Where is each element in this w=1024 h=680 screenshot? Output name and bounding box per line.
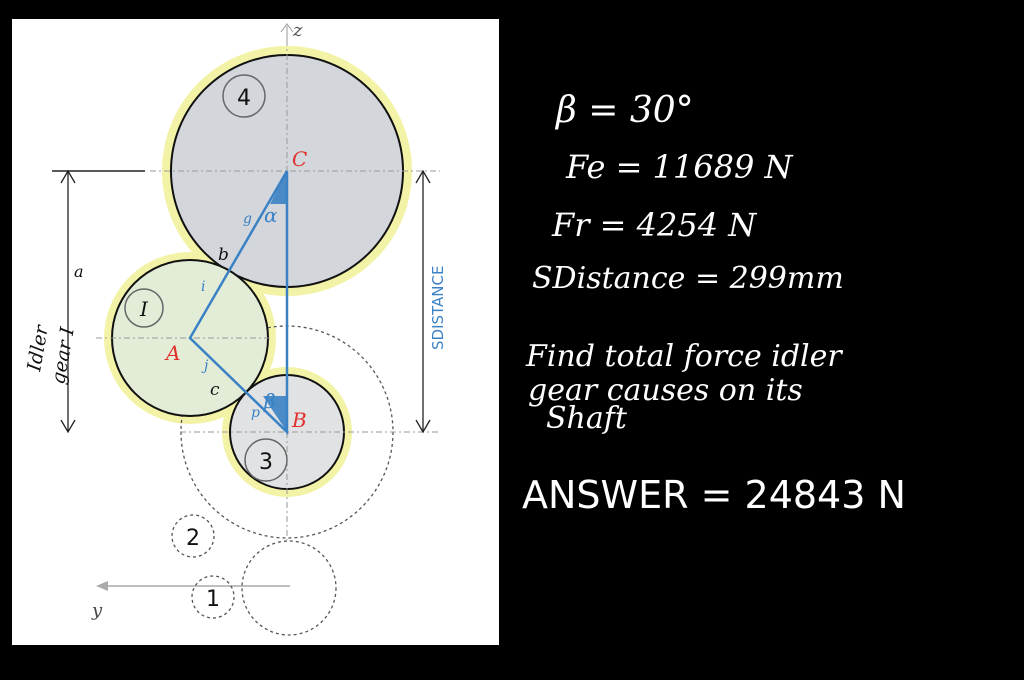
point-a-label: A	[164, 341, 180, 365]
gear-3-badge	[244, 438, 288, 482]
question-line-3: Shaft	[546, 401, 628, 436]
sdistance-note: SDistance = 299mm	[532, 261, 844, 296]
axis-y-label: y	[91, 600, 103, 621]
side-note-line-2: gear I	[47, 325, 79, 386]
question-line-1: Find total force idler	[525, 339, 843, 374]
z-arrow-icon	[280, 23, 294, 33]
segment-b-label: b	[218, 245, 229, 265]
segment-p-label: p	[251, 405, 260, 421]
beta-note: β = 30°	[554, 90, 694, 131]
beta-wedge	[263, 396, 287, 432]
gear-1-outline	[241, 540, 337, 636]
fe-note: Fe = 11689 N	[565, 148, 794, 186]
segment-g-label: g	[243, 211, 252, 227]
y-arrow-icon	[96, 581, 108, 591]
segment-j-label: j	[201, 358, 209, 374]
gear-1-number: 1	[206, 587, 220, 612]
segment-a-label: a	[74, 262, 84, 281]
gear-2-number: 2	[186, 526, 200, 551]
gear-i-glow	[104, 252, 276, 424]
gear-1-badge	[191, 575, 235, 619]
gear-i-number: I	[139, 297, 149, 321]
axis-z-label: z	[292, 20, 303, 41]
point-c-label: C	[292, 147, 307, 171]
sdistance-label: SDISTANCE	[429, 266, 447, 350]
segment-c-label: c	[210, 380, 220, 400]
gear-i-badge	[124, 288, 164, 328]
beta-label: β	[263, 389, 276, 413]
center-triangle	[188, 170, 289, 435]
question-line-2: gear causes on its	[528, 373, 803, 408]
gear-2-badge	[171, 514, 215, 558]
gear-4-number: 4	[237, 86, 251, 111]
segment-i-label: i	[201, 279, 205, 295]
alpha-label: α	[264, 203, 278, 227]
side-note-line-1: Idler	[23, 322, 53, 374]
fr-note: Fr = 4254 N	[551, 206, 757, 244]
point-b-label: B	[291, 408, 307, 432]
gear-3-number: 3	[259, 450, 273, 475]
gear-4-badge	[222, 74, 266, 118]
answer-note: ANSWER = 24843 N	[522, 473, 906, 517]
